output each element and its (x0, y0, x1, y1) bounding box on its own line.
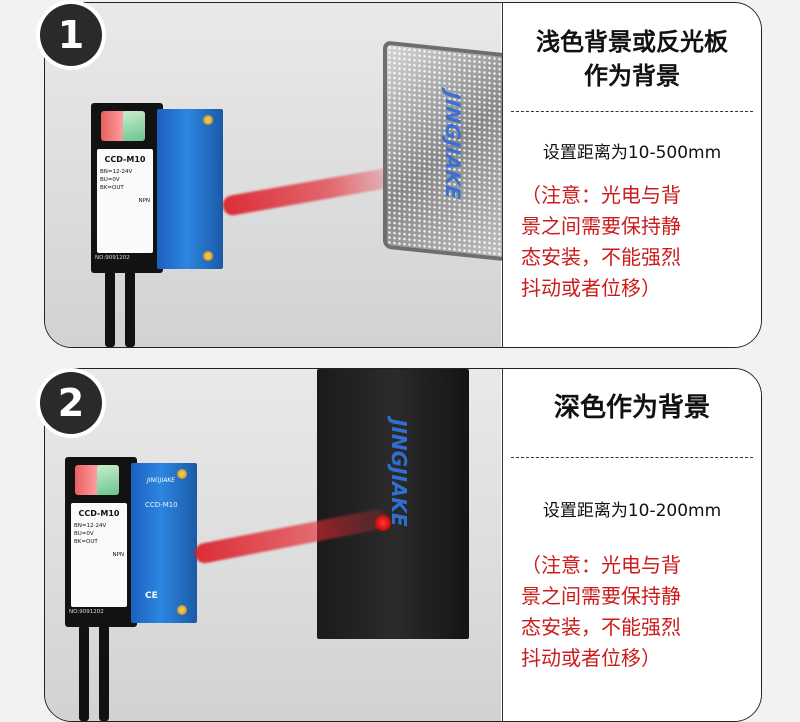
sensor-type: NPN (138, 198, 150, 204)
ce-mark: CE (145, 591, 158, 601)
note-line: 抖动或者位移） (521, 646, 661, 670)
panel-dark-background: JINGJIAKE CCD-M10 CCD-M10 BN=12-24V BU=0… (44, 368, 762, 722)
step-badge-1: 1 (40, 4, 102, 66)
note-line: 景之间需要保持静 (521, 214, 681, 238)
sensor-serial: NO:9091202 (69, 609, 104, 615)
spec-line: BN=12-24V (100, 169, 133, 175)
note-text: （注意：光电与背 景之间需要保持静 态安装，不能强烈 抖动或者位移） (503, 180, 761, 304)
sensor-label: CCD-M10 BN=12-24V BU=0V BK=OUT NPN (97, 149, 153, 253)
screw-icon (177, 469, 187, 479)
spec-line: BU=0V (74, 531, 94, 537)
dashed-divider (511, 457, 753, 458)
sensor-cable (125, 271, 135, 347)
sensor-model: CCD-M10 (78, 509, 120, 518)
sensor-side (157, 109, 223, 269)
screw-icon (203, 251, 213, 261)
photoelectric-sensor: CCD-M10 BN=12-24V BU=0V BK=OUT NPN NO:90… (91, 103, 223, 273)
laser-spot (375, 515, 391, 531)
sensor-cable (99, 625, 109, 721)
heading-block: 浅色背景或反光板 作为背景 (503, 3, 761, 105)
distance-setting: 设置距离为10-500mm (542, 143, 722, 163)
dark-background-board: JINGJIAKE (317, 369, 469, 639)
note-line: 抖动或者位移） (521, 276, 661, 300)
distance-setting: 设置距离为10-200mm (542, 501, 722, 521)
photoelectric-sensor: JINGJIAKE CCD-M10 CCD-M10 BN=12-24V BU=0… (65, 457, 197, 627)
sensor-side-model: CCD-M10 (145, 501, 178, 509)
sensor-label: CCD-M10 BN=12-24V BU=0V BK=OUT NPN (71, 503, 127, 607)
dashed-divider (511, 111, 753, 112)
spec-line: BN=12-24V (74, 523, 107, 529)
spec-line: BU=0V (100, 177, 120, 183)
sensor-spec: BN=12-24V BU=0V BK=OUT (71, 522, 127, 546)
spec-line: BK=OUT (74, 539, 98, 545)
scene-dark-background: JINGJIAKE CCD-M10 CCD-M10 BN=12-24V BU=0… (45, 369, 501, 721)
note-line: 景之间需要保持静 (521, 584, 681, 608)
note-line: 态安装，不能强烈 (521, 245, 681, 269)
scene-light-background: CCD-M10 BN=12-24V BU=0V BK=OUT NPN NO:90… (45, 3, 509, 347)
info-column-1: 浅色背景或反光板 作为背景 设置距离为10-500mm （注意：光电与背 景之间… (502, 3, 761, 347)
note-line: （注意：光电与背 (521, 183, 681, 207)
sensor-type: NPN (112, 552, 124, 558)
heading-line: 浅色背景或反光板 (536, 28, 728, 56)
laser-beam (221, 165, 403, 217)
reflector-logo: JINGJIAKE (441, 90, 465, 201)
note-line: （注意：光电与背 (521, 553, 681, 577)
info-column-2: 深色作为背景 设置距离为10-200mm （注意：光电与背 景之间需要保持静 态… (502, 369, 761, 721)
panel-light-background: CCD-M10 BN=12-24V BU=0V BK=OUT NPN NO:90… (44, 2, 762, 348)
sensor-lens-green (123, 111, 145, 141)
sensor-cable (105, 271, 115, 347)
reflector-board: JINGJIAKE (383, 40, 509, 262)
note-line: 态安装，不能强烈 (521, 615, 681, 639)
sensor-serial: NO:9091202 (95, 255, 130, 261)
heading-line: 深色作为背景 (553, 393, 710, 423)
sensor-model: CCD-M10 (104, 155, 146, 164)
sensor-side (131, 463, 197, 623)
note-text: （注意：光电与背 景之间需要保持静 态安装，不能强烈 抖动或者位移） (503, 550, 761, 674)
spec-line: BK=OUT (100, 185, 124, 191)
board-logo: JINGJIAKE (387, 419, 411, 527)
sensor-brand: JINGJIAKE (147, 477, 176, 484)
sensor-cable (79, 625, 89, 721)
step-badge-2: 2 (40, 372, 102, 434)
screw-icon (177, 605, 187, 615)
heading-line: 作为背景 (584, 62, 680, 90)
sensor-lens-green (97, 465, 119, 495)
sensor-spec: BN=12-24V BU=0V BK=OUT (97, 168, 153, 192)
screw-icon (203, 115, 213, 125)
